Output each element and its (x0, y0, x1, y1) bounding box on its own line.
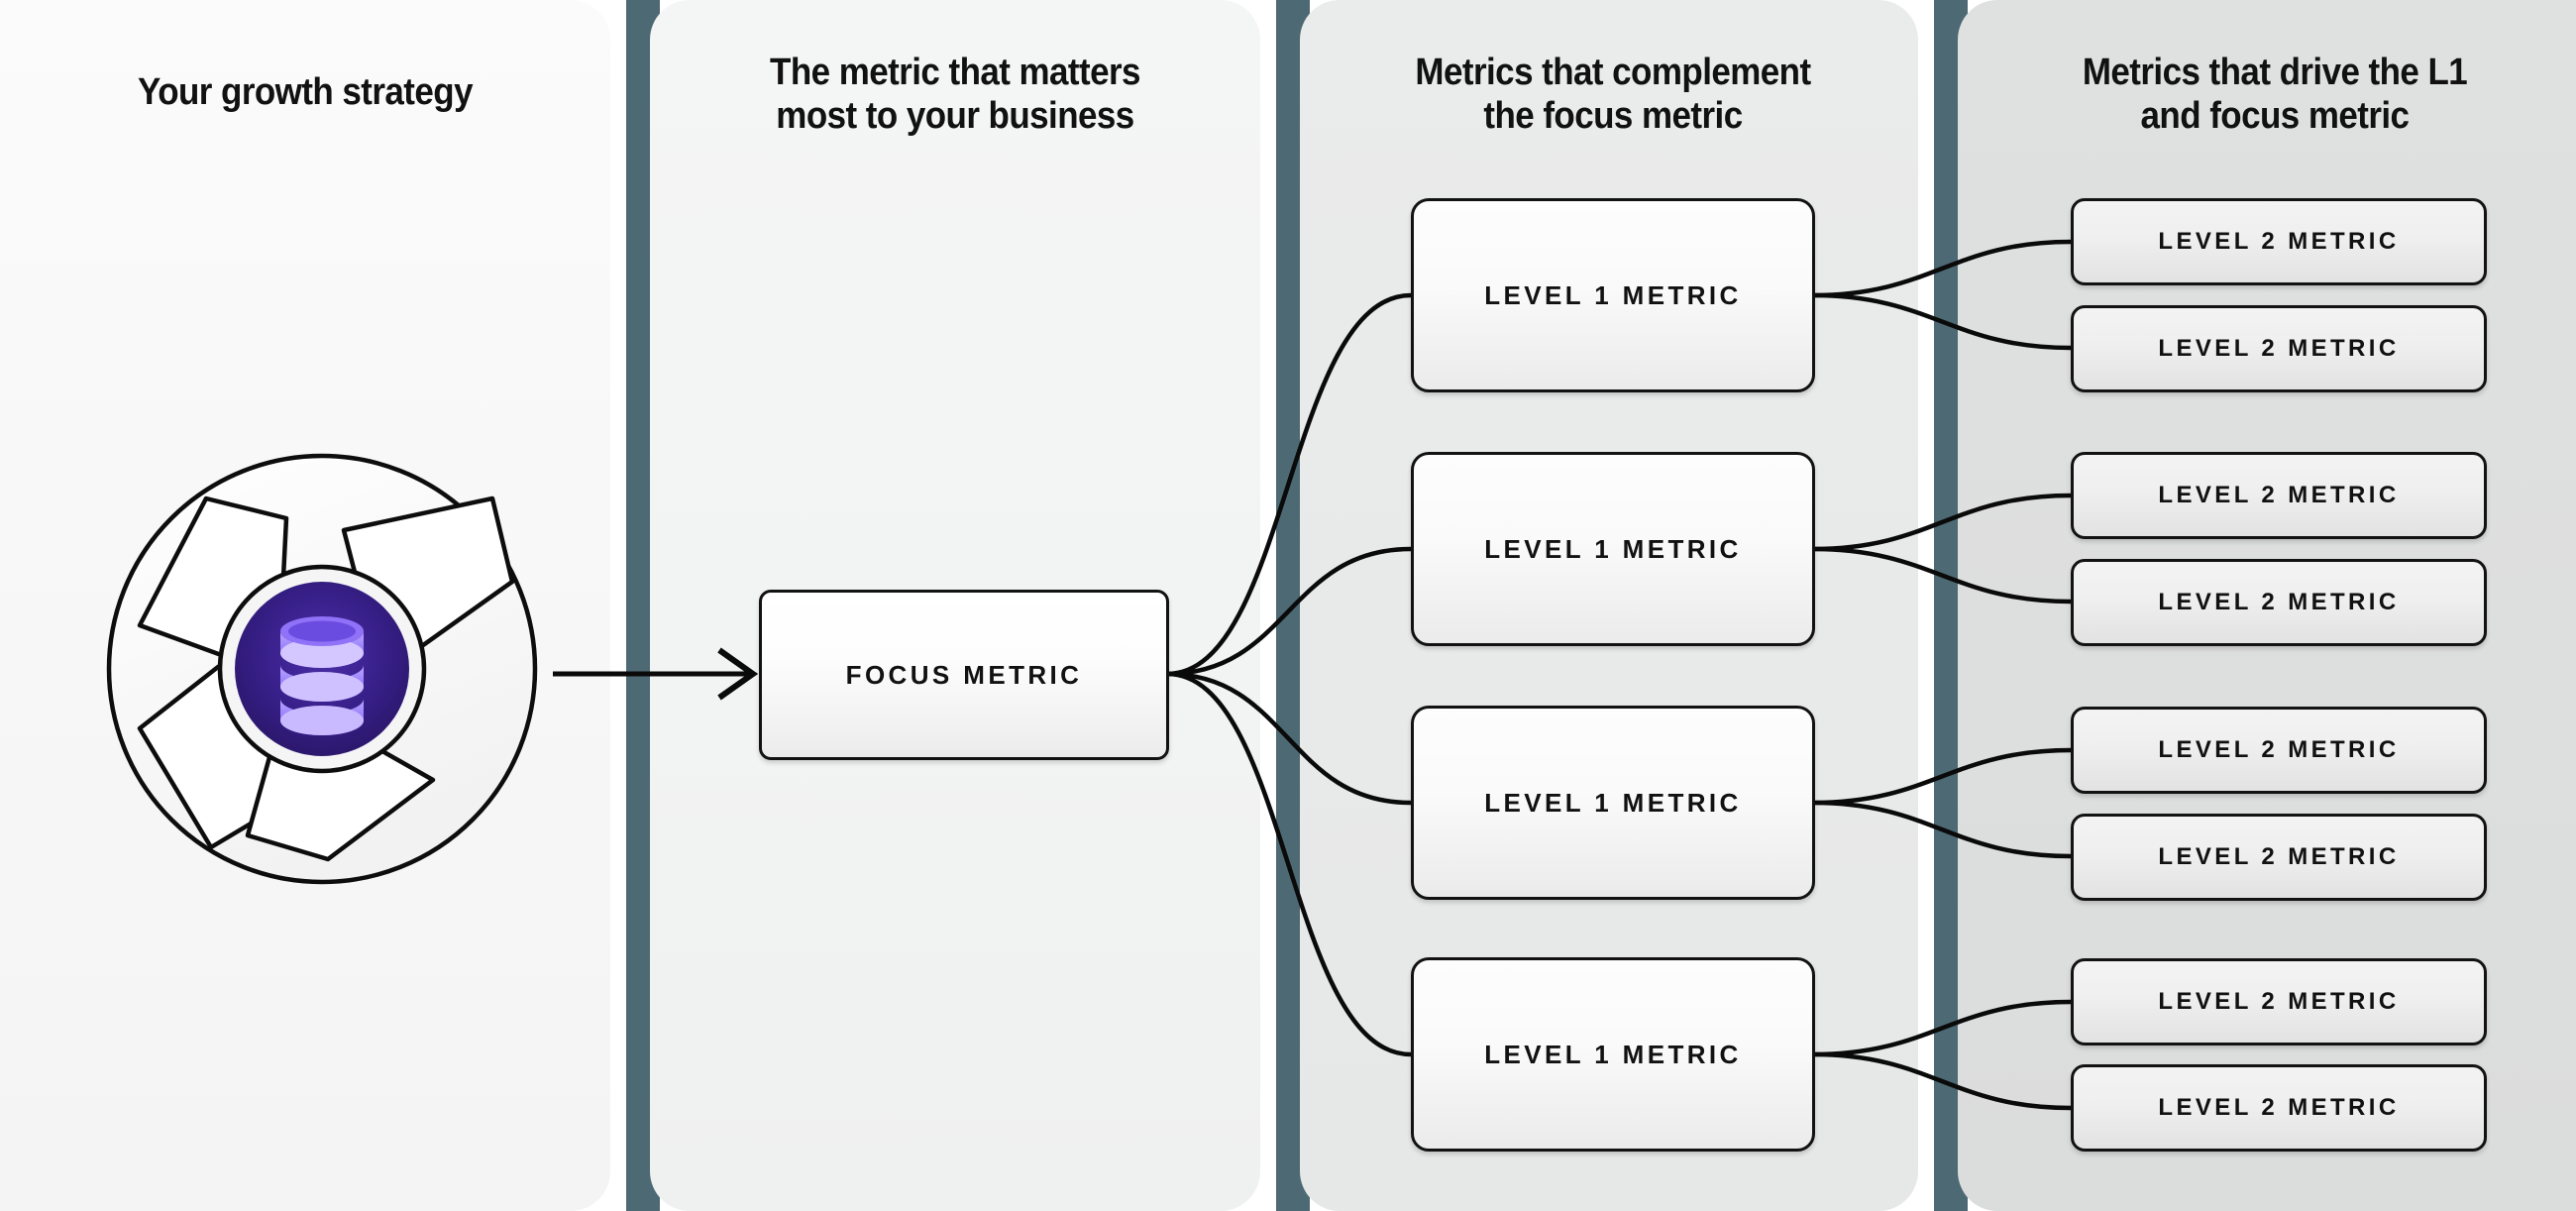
node-level-2-metric-3[interactable]: LEVEL 2 METRIC (2071, 452, 2487, 539)
column-title-line: Your growth strategy (138, 71, 474, 113)
column-title-level-1-metrics: Metrics that complement the focus metric (1333, 52, 1894, 138)
node-label: LEVEL 1 METRIC (1484, 1039, 1742, 1069)
column-title-line: Metrics that drive the L1 (2082, 52, 2468, 93)
column-title-line: the focus metric (1483, 94, 1743, 137)
node-level-2-metric-7[interactable]: LEVEL 2 METRIC (2071, 958, 2487, 1046)
node-label: LEVEL 2 METRIC (2158, 843, 2400, 870)
node-label: LEVEL 2 METRIC (2158, 335, 2400, 362)
node-level-2-metric-4[interactable]: LEVEL 2 METRIC (2071, 559, 2487, 646)
column-title-line: and focus metric (2140, 94, 2410, 137)
node-label: LEVEL 1 METRIC (1484, 533, 1742, 564)
node-focus-metric[interactable]: FOCUS METRIC (759, 590, 1169, 760)
growth-strategy-emblem (84, 431, 560, 907)
node-level-2-metric-2[interactable]: LEVEL 2 METRIC (2071, 305, 2487, 392)
column-title-level-2-metrics: Metrics that drive the L1 and focus metr… (1990, 52, 2559, 138)
emblem-pinwheel-blades (137, 495, 515, 862)
node-label: FOCUS METRIC (845, 659, 1083, 690)
node-label: LEVEL 2 METRIC (2158, 988, 2400, 1015)
database-icon (280, 616, 364, 735)
node-level-2-metric-5[interactable]: LEVEL 2 METRIC (2071, 707, 2487, 794)
node-label: LEVEL 2 METRIC (2158, 482, 2400, 508)
node-label: LEVEL 2 METRIC (2158, 589, 2400, 615)
node-label: LEVEL 2 METRIC (2158, 228, 2400, 255)
node-level-2-metric-6[interactable]: LEVEL 2 METRIC (2071, 814, 2487, 901)
node-level-1-metric-1[interactable]: LEVEL 1 METRIC (1411, 198, 1815, 392)
column-title-focus-metric: The metric that matters most to your bus… (678, 52, 1232, 138)
node-label: LEVEL 2 METRIC (2158, 1094, 2400, 1121)
node-level-1-metric-3[interactable]: LEVEL 1 METRIC (1411, 706, 1815, 900)
emblem-core (235, 582, 409, 756)
node-label: LEVEL 1 METRIC (1484, 787, 1742, 818)
node-label: LEVEL 2 METRIC (2158, 736, 2400, 763)
column-title-growth-strategy: Your growth strategy (25, 71, 587, 115)
node-level-2-metric-8[interactable]: LEVEL 2 METRIC (2071, 1064, 2487, 1152)
node-level-2-metric-1[interactable]: LEVEL 2 METRIC (2071, 198, 2487, 285)
column-title-line: most to your business (776, 94, 1134, 137)
node-level-1-metric-2[interactable]: LEVEL 1 METRIC (1411, 452, 1815, 646)
node-level-1-metric-4[interactable]: LEVEL 1 METRIC (1411, 957, 1815, 1152)
column-title-line: The metric that matters (770, 52, 1140, 93)
column-title-line: Metrics that complement (1415, 52, 1811, 93)
node-label: LEVEL 1 METRIC (1484, 279, 1742, 310)
